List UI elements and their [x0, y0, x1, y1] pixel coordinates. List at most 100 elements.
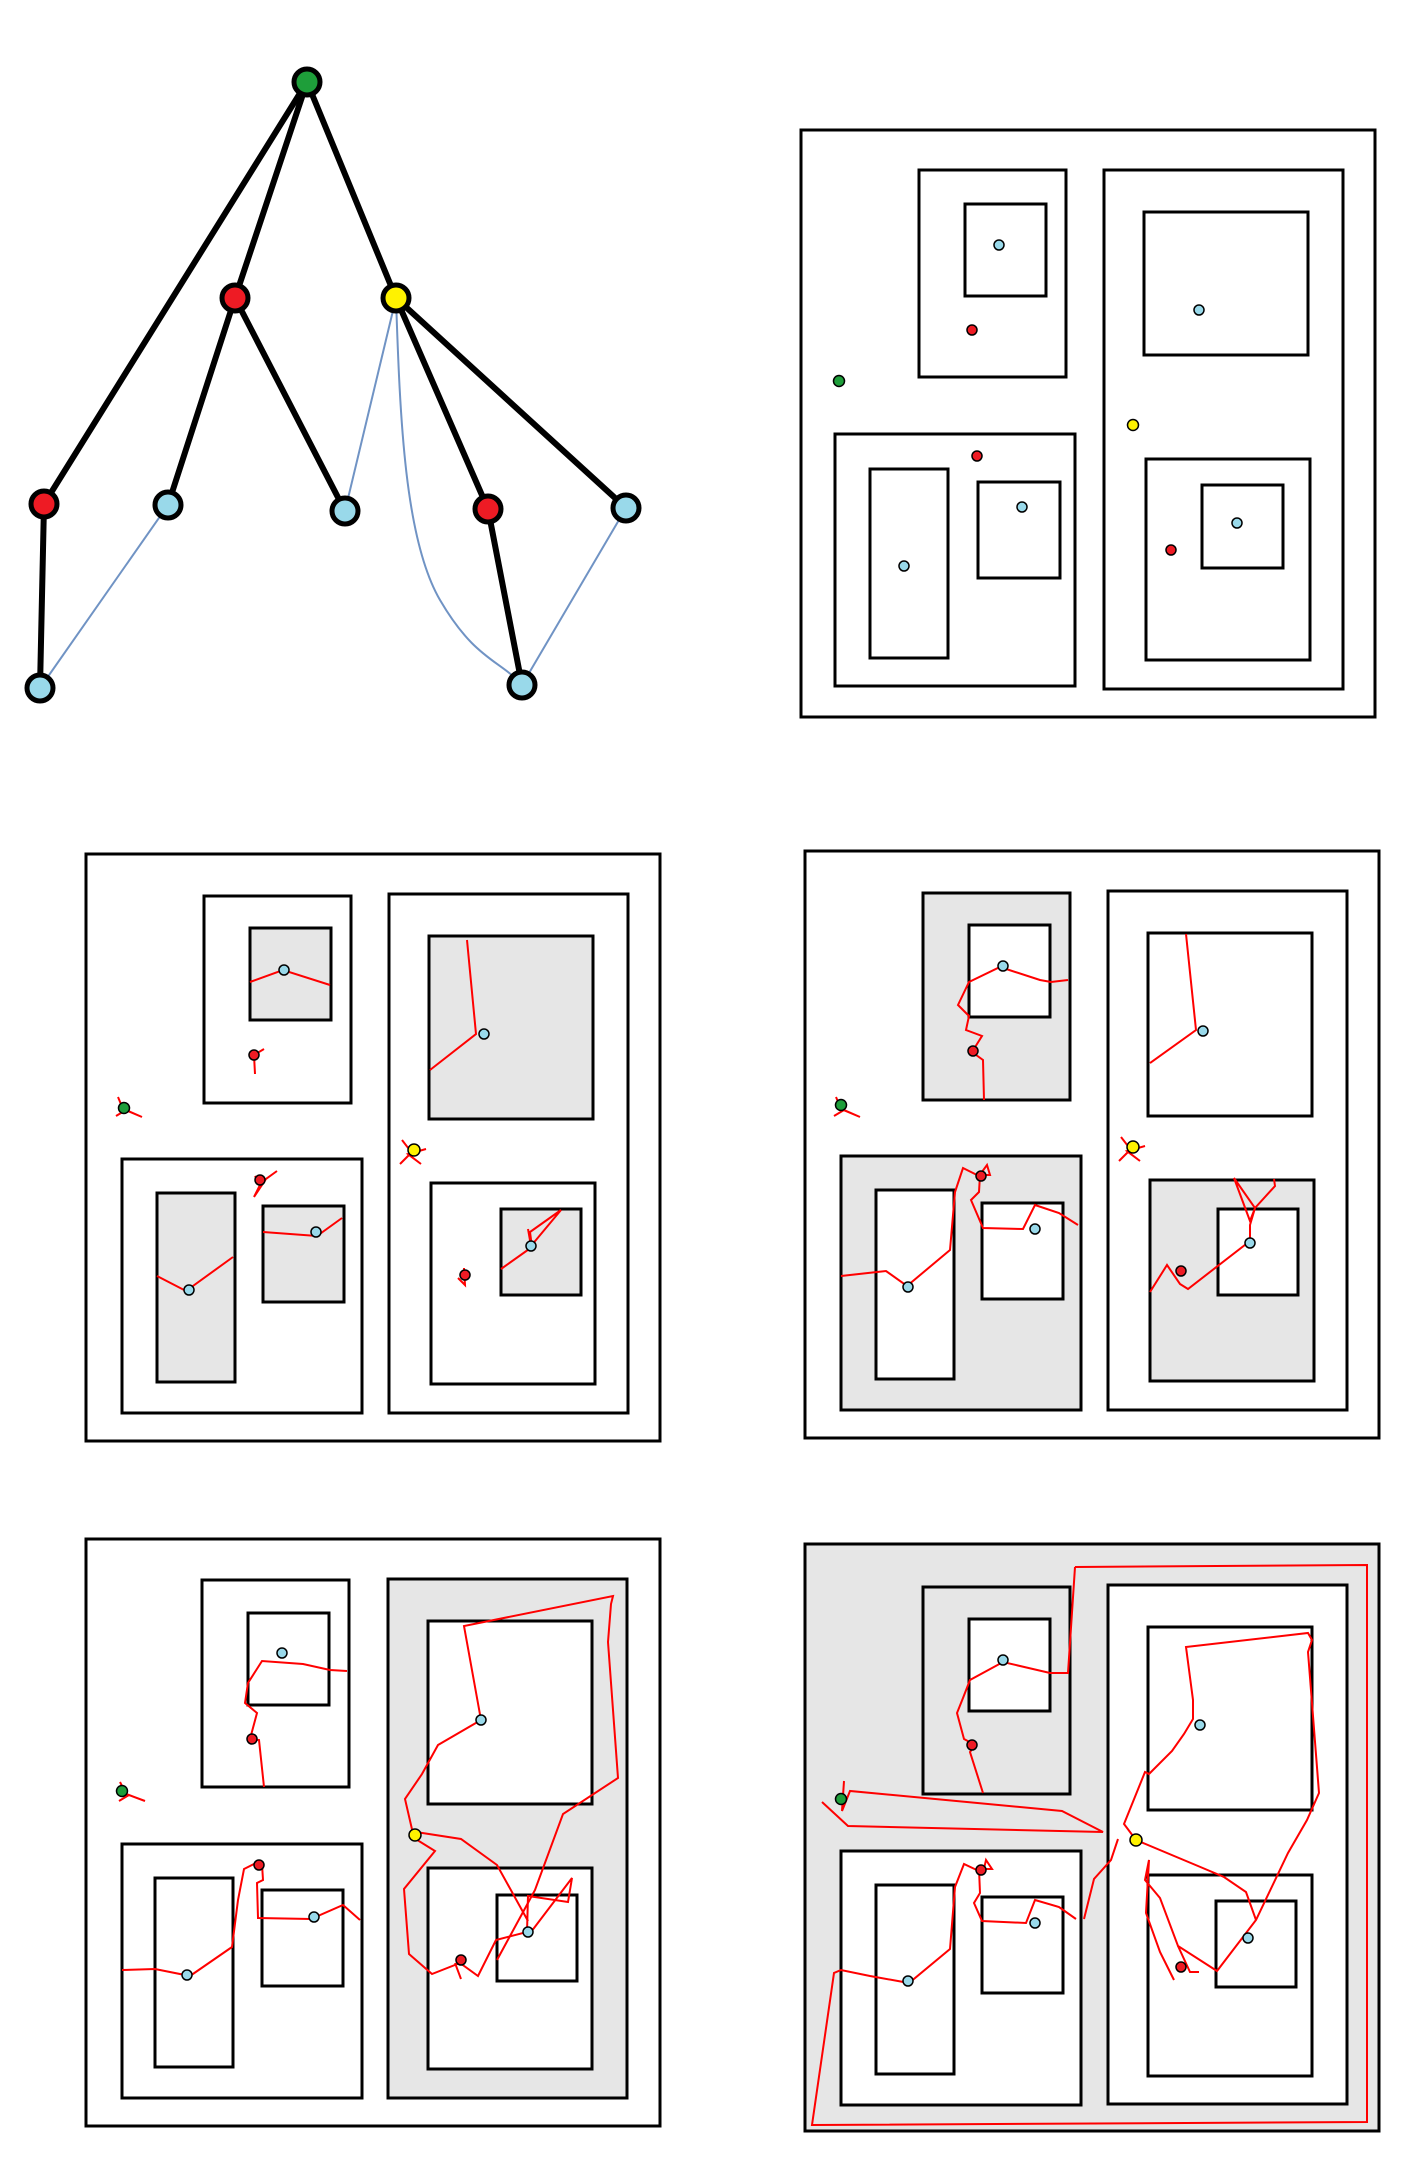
- region: [1102, 168, 1345, 691]
- leaf-point: [278, 964, 290, 976]
- region: [1200, 483, 1285, 570]
- step-2-panel: [803, 849, 1381, 1440]
- leaf-point: [475, 1714, 487, 1726]
- leaf-point: [902, 1975, 914, 1987]
- step-1-panel: [84, 852, 662, 1443]
- region: [868, 467, 950, 660]
- region: [1144, 457, 1312, 662]
- tree-edge: [232, 295, 348, 514]
- internal-point: [966, 324, 978, 336]
- leaf-point: [525, 1240, 537, 1252]
- internal-point: [455, 1954, 467, 1966]
- extra-edge: [521, 507, 627, 686]
- region: [976, 480, 1062, 580]
- leaf-point: [993, 239, 1005, 251]
- leaf-point: [478, 1028, 490, 1040]
- leaf-node: [506, 669, 538, 701]
- root-point: [115, 1784, 129, 1798]
- tree-edge: [37, 501, 47, 691]
- leaf-point: [1244, 1237, 1256, 1249]
- region: [1216, 1207, 1300, 1297]
- leaf-node: [24, 672, 56, 704]
- tree-extra-edges: [39, 297, 627, 689]
- region: [833, 432, 1077, 688]
- curve: [429, 939, 478, 1071]
- tree-edge: [393, 295, 491, 512]
- curve: [1083, 1838, 1119, 1920]
- region: [967, 1617, 1052, 1713]
- leaf-point: [1029, 1223, 1041, 1235]
- region: [246, 1611, 331, 1707]
- region: [260, 1888, 345, 1988]
- leaf-point: [997, 960, 1009, 972]
- special-point: [1126, 1140, 1140, 1154]
- internal-point: [1175, 1265, 1187, 1277]
- region: [1146, 931, 1314, 1118]
- leaf-point: [1231, 517, 1243, 529]
- internal-point: [1175, 1961, 1187, 1973]
- tree-nodes: [24, 66, 642, 704]
- internal-point: [975, 1170, 987, 1182]
- internal-point: [1165, 544, 1177, 556]
- internal-node: [28, 488, 60, 520]
- internal-node: [472, 493, 504, 525]
- internal-point: [971, 450, 983, 462]
- region: [963, 202, 1048, 298]
- special-point: [408, 1828, 422, 1842]
- curve: [415, 1831, 529, 1922]
- leaf-point: [1029, 1917, 1041, 1929]
- tree-edge: [485, 506, 525, 688]
- shaded-region: [248, 926, 333, 1022]
- curve: [462, 1594, 620, 1961]
- leaf-point: [1242, 1932, 1254, 1944]
- leaf-point: [1194, 1719, 1206, 1731]
- internal-point: [975, 1864, 987, 1876]
- step-3-panel: [84, 1537, 662, 2128]
- curve: [840, 1162, 1079, 1288]
- step-4-panel: [803, 1542, 1381, 2133]
- root-point: [832, 374, 846, 388]
- tree-edge: [41, 79, 310, 507]
- leaf-point: [522, 1926, 534, 1938]
- region: [426, 1619, 594, 1806]
- leaf-point: [183, 1284, 195, 1296]
- leaf-node: [610, 492, 642, 524]
- region: [495, 1893, 579, 1983]
- special-point: [407, 1143, 421, 1157]
- extra-edge: [344, 297, 397, 512]
- curve: [1122, 1631, 1321, 1981]
- regions-panel: [799, 128, 1377, 719]
- leaf-node: [329, 495, 361, 527]
- extra-edge: [39, 504, 169, 689]
- curve: [402, 1719, 573, 1978]
- internal-point: [459, 1269, 471, 1281]
- root-point: [117, 1101, 131, 1115]
- region: [980, 1201, 1065, 1301]
- curve: [821, 1780, 1104, 1833]
- internal-point: [248, 1049, 260, 1061]
- region: [1146, 1625, 1314, 1812]
- region: [1214, 1899, 1298, 1989]
- tree-panel: [24, 66, 642, 704]
- shaded-region: [499, 1207, 583, 1297]
- curve: [454, 1962, 462, 1980]
- leaf-node: [152, 489, 184, 521]
- special-point: [1129, 1833, 1143, 1847]
- shaded-region: [261, 1204, 346, 1304]
- internal-point: [967, 1045, 979, 1057]
- shaded-region: [155, 1191, 237, 1384]
- outer-frame: [799, 128, 1377, 719]
- leaf-point: [181, 1969, 193, 1981]
- tree-edge: [165, 295, 238, 508]
- region: [967, 923, 1052, 1019]
- curve: [1135, 1839, 1257, 1921]
- internal-node: [219, 282, 251, 314]
- leaf-point: [1016, 501, 1028, 513]
- root-node: [291, 66, 323, 98]
- leaf-point: [1197, 1025, 1209, 1037]
- tree-edge: [232, 79, 310, 301]
- leaf-point: [902, 1281, 914, 1293]
- leaf-point: [1193, 304, 1205, 316]
- curve: [810, 1563, 1368, 2127]
